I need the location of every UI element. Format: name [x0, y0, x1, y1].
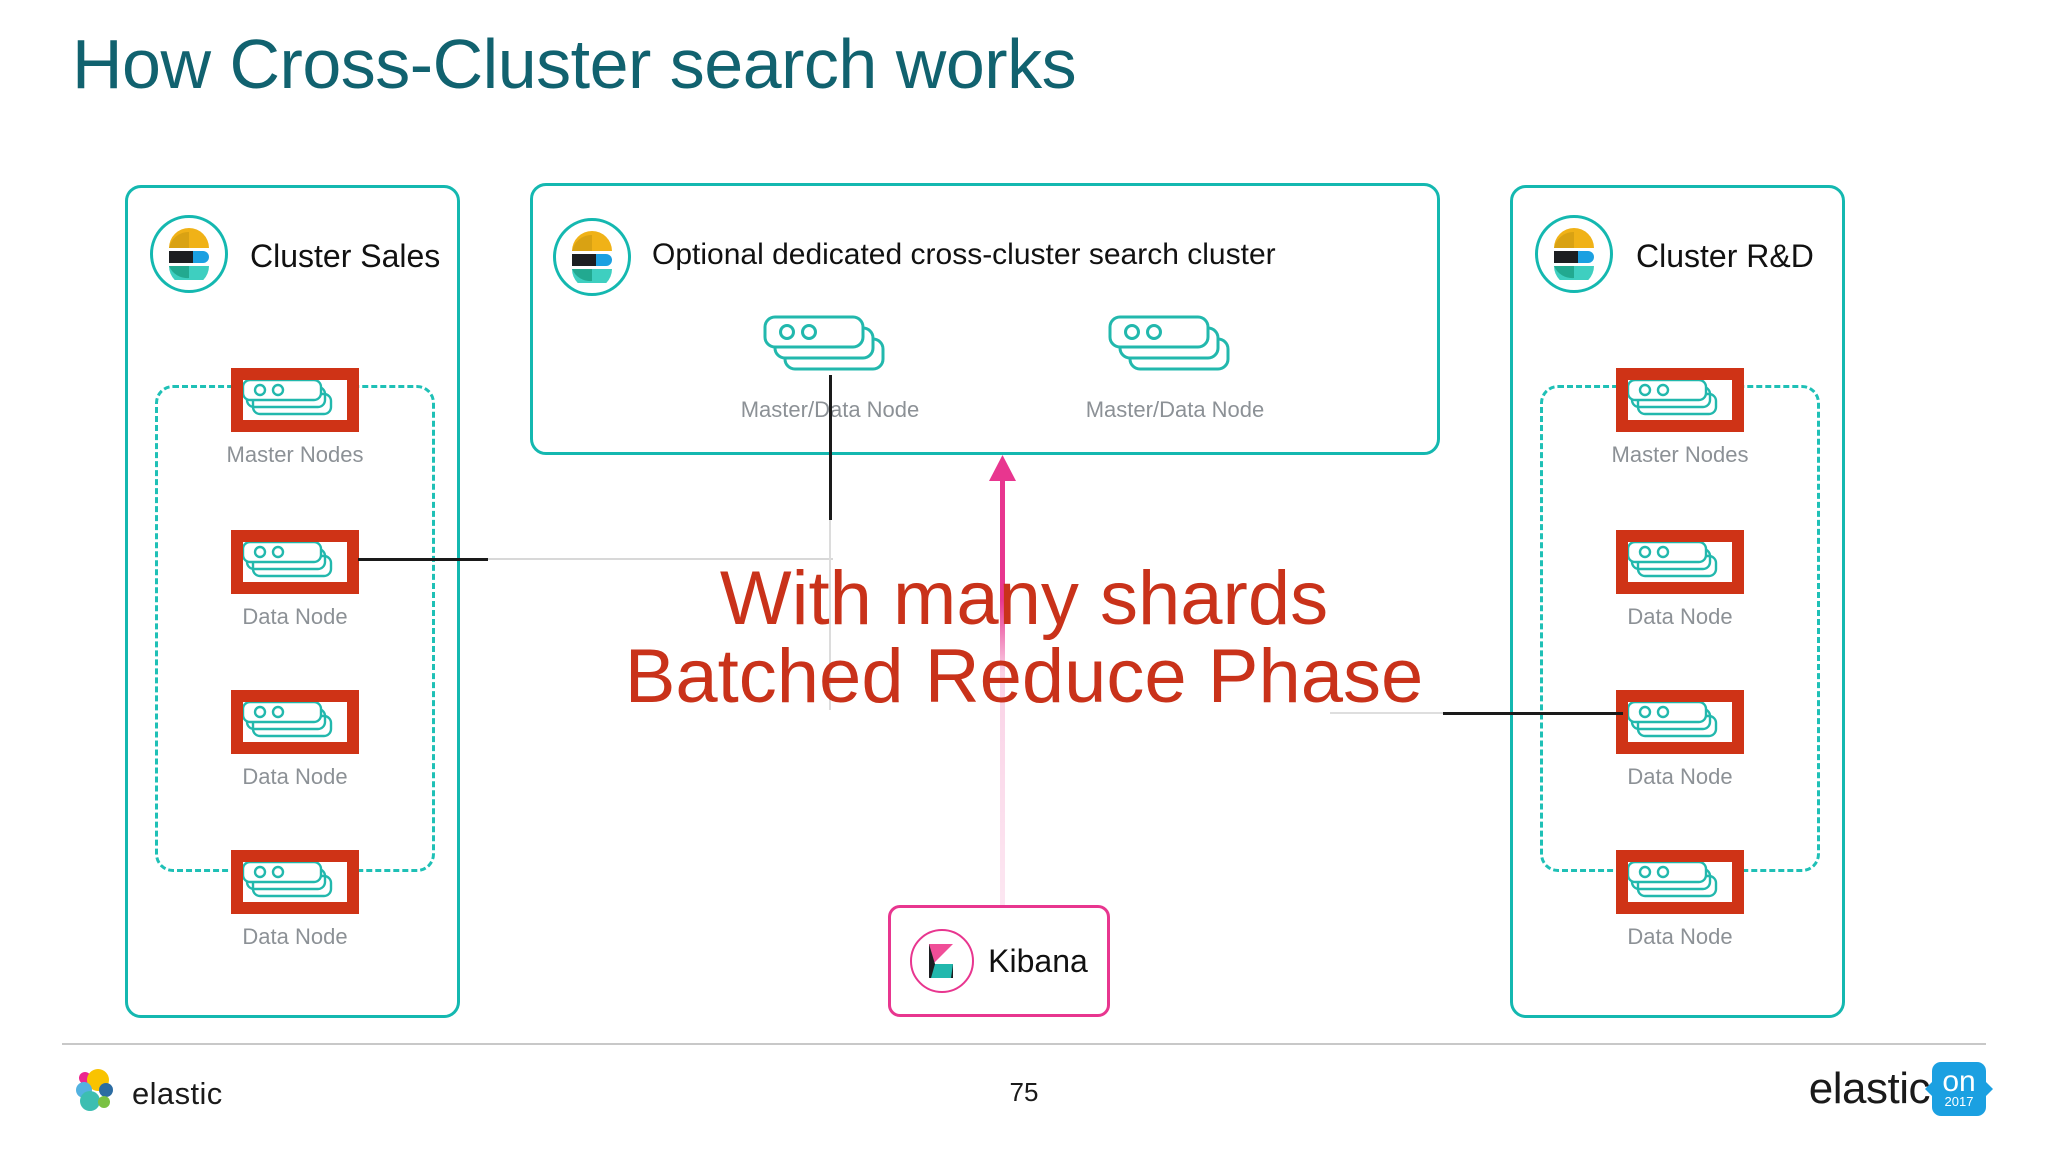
- node-label: Data Node: [1627, 924, 1733, 949]
- elasticsearch-logo-icon: [150, 215, 228, 293]
- kibana-box[interactable]: Kibana: [888, 905, 1110, 1017]
- node-icon: [231, 690, 359, 754]
- node-rnd-3: Data Node: [1600, 850, 1760, 950]
- kibana-logo-icon: [910, 929, 975, 993]
- cross-cluster-search-panel: [530, 183, 1440, 455]
- elasticsearch-logo-icon: [1535, 215, 1613, 293]
- elastic-wordmark: elastic: [132, 1075, 223, 1111]
- connector-center-node-down: [829, 375, 832, 520]
- node-sales-2: Data Node: [215, 690, 375, 790]
- arrow-kibana-to-cluster-icon: [989, 455, 1016, 910]
- node-rnd-0: Master Nodes: [1600, 368, 1760, 468]
- footer-divider: [62, 1043, 1986, 1045]
- node-label: Data Node: [242, 604, 348, 629]
- footer-brand: elastic: [72, 1068, 223, 1119]
- elasticon-logo: elastic on 2017: [1808, 1062, 1993, 1116]
- elasticsearch-logo-icon: [553, 218, 631, 296]
- elasticon-badge: on 2017: [1925, 1062, 1993, 1116]
- page-number: 75: [1009, 1077, 1039, 1107]
- node-label: Data Node: [242, 924, 348, 949]
- cluster-name-rnd: Cluster R&D: [1636, 238, 1814, 274]
- node-icon: [1616, 690, 1744, 754]
- node-sales-0: Master Nodes: [215, 368, 375, 468]
- page-title: How Cross-Cluster search works: [72, 25, 1077, 103]
- node-label: Master Nodes: [226, 442, 364, 467]
- node-icon: [1616, 368, 1744, 432]
- cluster-name-sales: Cluster Sales: [250, 238, 441, 274]
- connector-sales-to-center: [358, 558, 488, 561]
- elasticon-badge-year: 2017: [1944, 1093, 1974, 1109]
- kibana-label: Kibana: [988, 942, 1088, 979]
- node-icon: [763, 315, 898, 375]
- node-icon: [1616, 530, 1744, 594]
- node-label: Master/Data Node: [1085, 397, 1265, 422]
- connector-rnd-to-center: [1443, 712, 1623, 715]
- node-rnd-1: Data Node: [1600, 530, 1760, 630]
- cross-cluster-search-title: Optional dedicated cross-cluster search …: [652, 238, 1276, 271]
- node-center-1: Master/Data Node: [1075, 315, 1275, 423]
- connector-rnd-to-center-faded: [1330, 712, 1443, 714]
- node-label: Data Node: [1627, 764, 1733, 789]
- node-icon: [231, 368, 359, 432]
- node-sales-1: Data Node: [215, 530, 375, 630]
- elasticon-badge-on: on: [1942, 1064, 1976, 1098]
- node-icon: [1616, 850, 1744, 914]
- node-sales-3: Data Node: [215, 850, 375, 950]
- connector-sales-to-center-faded: [488, 558, 833, 560]
- node-label: Master Nodes: [1611, 442, 1749, 467]
- elastic-logo-icon: [72, 1068, 118, 1119]
- node-icon: [231, 850, 359, 914]
- elasticon-word: elastic: [1808, 1064, 1931, 1113]
- node-icon: [1108, 315, 1243, 375]
- node-icon: [231, 530, 359, 594]
- node-label: Data Node: [1627, 604, 1733, 629]
- node-rnd-2: Data Node: [1600, 690, 1760, 790]
- node-label: Data Node: [242, 764, 348, 789]
- connector-center-node-down-faded: [829, 520, 831, 710]
- node-center-0: Master/Data Node: [730, 315, 930, 423]
